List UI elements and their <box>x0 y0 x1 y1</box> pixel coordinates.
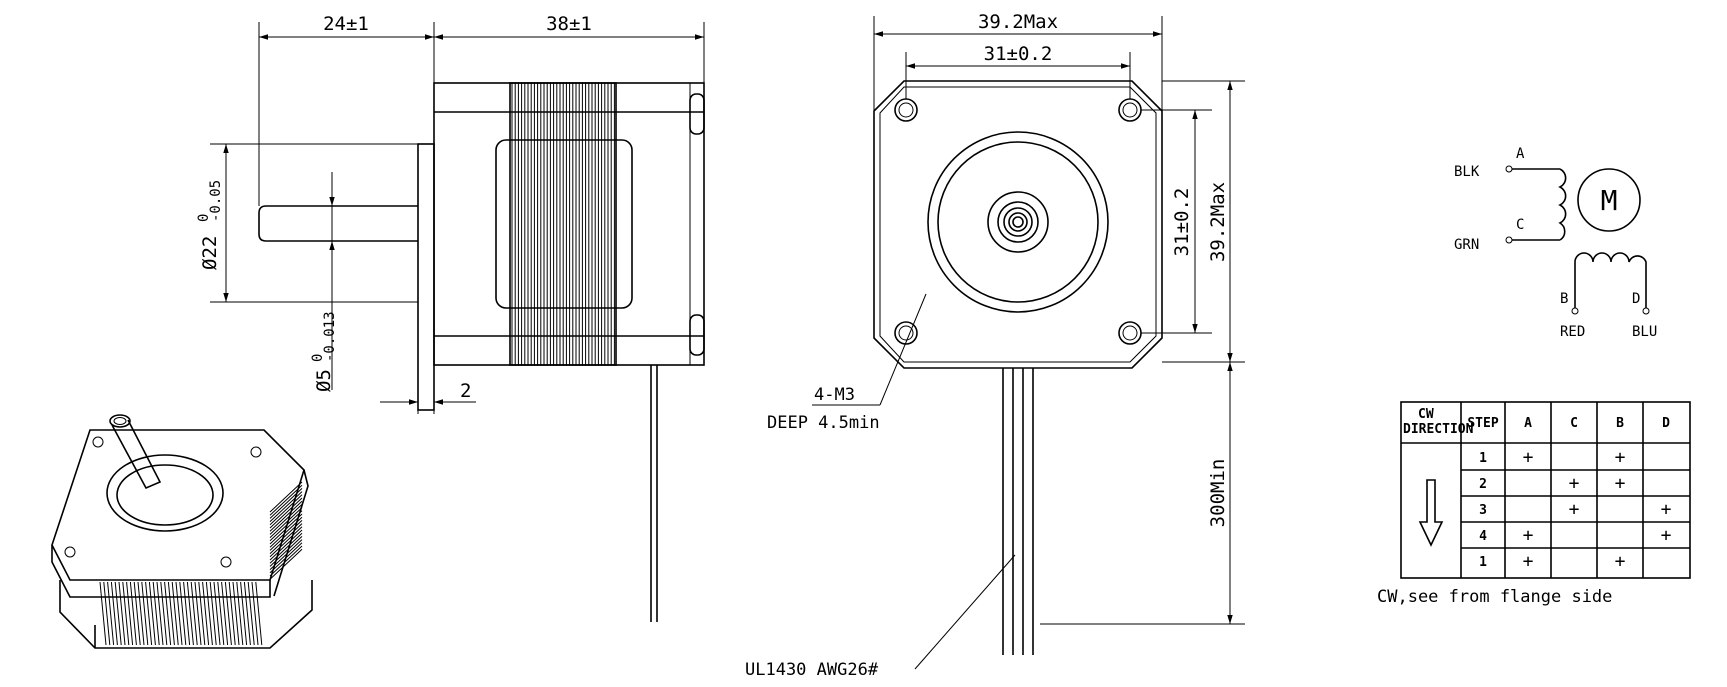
dim-body-length: 38±1 <box>546 13 592 35</box>
dim-shaft-tol-upper: 0 <box>310 354 326 362</box>
dim-lead-length: 300Min <box>1207 459 1229 528</box>
side-body-outline <box>433 82 705 366</box>
table-phase-cell: + <box>1615 447 1626 468</box>
table-phase-cell: + <box>1615 551 1626 572</box>
side-view: 24±1 38±1 Ø22 0 -0.05 Ø5 0 -0.013 2 <box>196 13 705 622</box>
col-c: C <box>1570 416 1578 431</box>
shaft-end <box>987 191 1049 253</box>
lamination-hatching <box>511 83 615 365</box>
dim-boss-tol-lower: -0.05 <box>208 180 224 222</box>
dim-shaft-tol-lower: -0.013 <box>322 311 338 362</box>
dim-shaft-length: 24±1 <box>323 13 369 35</box>
mounting-holes <box>894 98 1142 345</box>
table-phase-cell: + <box>1569 499 1580 520</box>
table-step-cell: 2 <box>1479 477 1487 492</box>
dim-height-max: 39.2Max <box>1207 182 1229 262</box>
wire-blk-label: BLK <box>1454 164 1480 180</box>
phase-c-label: C <box>1516 217 1524 233</box>
table-phase-cell: + <box>1661 525 1672 546</box>
phase-a-label: A <box>1516 146 1525 162</box>
table-phase-cell: + <box>1569 473 1580 494</box>
table-note: CW,see from flange side <box>1377 587 1612 607</box>
front-outline <box>873 80 1163 369</box>
col-d: D <box>1662 416 1670 431</box>
phase-b-label: B <box>1560 291 1568 307</box>
isometric-view <box>51 414 313 649</box>
step-table: CW DIRECTION STEP A C B D 1 + +2 + +3 + +4 + +1 +… <box>1377 401 1691 607</box>
hole-note-line2: DEEP 4.5min <box>767 413 880 433</box>
dim-boss-height: 2 <box>460 380 471 402</box>
front-lead-wires <box>1002 368 1034 655</box>
wire-red-label: RED <box>1560 324 1585 340</box>
table-rows: 1 + +2 + +3 + +4 + +1 + + <box>1479 447 1671 572</box>
wire-grn-label: GRN <box>1454 237 1479 253</box>
header-step: STEP <box>1467 416 1498 431</box>
boss-outer <box>927 131 1109 313</box>
col-b: B <box>1616 416 1624 431</box>
header-direction-2: DIRECTION <box>1403 422 1474 437</box>
table-phase-cell: + <box>1523 551 1534 572</box>
motor-label: M <box>1601 184 1618 217</box>
table-phase-cell: + <box>1523 525 1534 546</box>
col-a: A <box>1524 416 1532 431</box>
table-step-cell: 3 <box>1479 503 1487 518</box>
table-step-cell: 1 <box>1479 555 1487 570</box>
motor-symbol <box>1577 168 1641 232</box>
hole-note-line1: 4-M3 <box>814 385 855 405</box>
iso-lamination <box>99 481 303 646</box>
table-phase-cell: + <box>1523 447 1534 468</box>
dim-hole-spacing-h: 31±0.2 <box>984 43 1053 65</box>
table-step-cell: 1 <box>1479 451 1487 466</box>
dim-hole-spacing-v: 31±0.2 <box>1171 188 1193 257</box>
phase-d-label: D <box>1632 291 1640 307</box>
table-phase-cell: + <box>1661 499 1672 520</box>
wire-blu-label: BLU <box>1632 324 1657 340</box>
front-view: 39.2Max 31±0.2 31±0.2 39.2Max 300Min 4-M… <box>745 11 1245 680</box>
dim-boss-dia: Ø22 <box>199 236 221 270</box>
table-phase-cell: + <box>1615 473 1626 494</box>
wiring-diagram: M A C BLK GRN B D RED BLU <box>1454 146 1657 340</box>
dim-shaft-dia: Ø5 <box>313 369 335 392</box>
cw-arrow-icon <box>1418 479 1444 547</box>
flange <box>417 143 435 411</box>
shaft <box>258 205 418 242</box>
header-direction-1: CW <box>1418 407 1434 422</box>
dim-width-max: 39.2Max <box>978 11 1058 33</box>
dim-boss-tol-upper: 0 <box>196 214 212 222</box>
wire-note: UL1430 AWG26# <box>745 660 879 680</box>
table-step-cell: 4 <box>1479 529 1487 544</box>
